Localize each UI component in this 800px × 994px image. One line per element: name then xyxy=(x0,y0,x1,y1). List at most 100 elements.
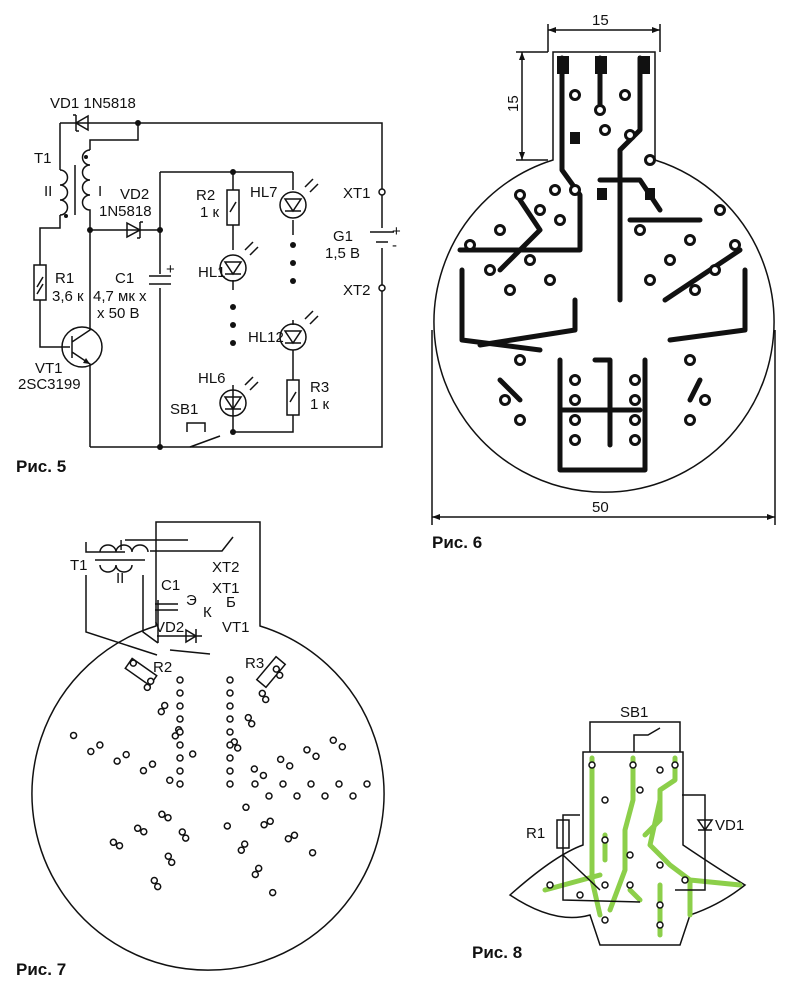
pcb-hole xyxy=(178,828,187,836)
pcb-hole xyxy=(223,822,232,830)
pcb-hole xyxy=(143,683,152,692)
hl12-label: HL12 xyxy=(248,329,284,346)
winding1-label: I xyxy=(119,537,123,554)
pcb-pad xyxy=(544,274,556,286)
pcb-pad xyxy=(569,414,581,426)
winding2-label: II xyxy=(44,183,52,200)
pcb-hole xyxy=(349,792,357,800)
vd2-type-label: 1N5818 xyxy=(99,203,152,220)
pcb-pad xyxy=(499,394,511,406)
pcb-hole xyxy=(122,750,130,759)
fig5-caption: Рис. 5 xyxy=(16,457,66,476)
led-hl1 xyxy=(219,241,259,282)
xt2-label: XT2 xyxy=(343,282,371,299)
pcb-pad xyxy=(714,204,726,216)
pcb-hole xyxy=(140,827,148,836)
c1-value: 4,7 мк х xyxy=(93,288,147,305)
pcb-hole xyxy=(233,744,242,752)
pcb-hole xyxy=(133,824,142,833)
pcb-hole xyxy=(308,848,317,857)
c1-label: C1 xyxy=(161,577,180,594)
pcb-pad xyxy=(656,901,664,909)
t1-winding-1 xyxy=(81,149,91,230)
pcb-hole xyxy=(146,677,155,686)
pcb-pad xyxy=(699,394,711,406)
c1-plus: + xyxy=(166,261,175,278)
pcb-pad xyxy=(656,861,664,869)
pcb-pad xyxy=(656,921,664,929)
pcb-hole xyxy=(115,841,124,850)
pcb-pad xyxy=(504,284,516,296)
r3-value: 1 к xyxy=(310,396,330,413)
pcb-hole xyxy=(109,838,118,847)
fig5-schematic: VD1 1N5818 T1 II I VD2 1N5818 R1 3,6 к C… xyxy=(16,95,401,476)
winding1-label: I xyxy=(98,183,102,200)
r3-label: R3 xyxy=(245,655,264,672)
pcb-hole xyxy=(329,736,338,744)
pcb-hole xyxy=(242,803,250,812)
pcb-pad xyxy=(569,89,581,101)
pcb-pad xyxy=(569,394,581,406)
led-hl7 xyxy=(279,178,319,219)
pcb-hole xyxy=(150,876,159,885)
pcb-hole xyxy=(176,676,184,684)
pcb-hole xyxy=(303,746,311,754)
pcb-hole xyxy=(160,701,169,710)
pcb-hole xyxy=(153,882,162,891)
dim-top-label: 15 xyxy=(592,12,609,29)
pcb-hole xyxy=(164,813,172,822)
pcb-pad xyxy=(636,786,644,794)
pcb-hole xyxy=(363,780,371,788)
r1-label: R1 xyxy=(55,270,74,287)
t1-label: T1 xyxy=(34,150,52,167)
pcb-hole xyxy=(171,732,180,740)
r3-resistor xyxy=(286,379,300,416)
hl1-label: HL1 xyxy=(198,264,226,281)
pcb-pad xyxy=(601,796,609,804)
pcb-hole xyxy=(176,741,184,749)
pcb-hole xyxy=(260,820,268,829)
pcb-hole xyxy=(226,754,234,762)
pcb-pad xyxy=(576,891,584,899)
g1-plus: + xyxy=(392,223,401,240)
vt1-transistor xyxy=(61,230,103,447)
pcb-hole xyxy=(312,752,320,761)
sb1-switch xyxy=(186,422,221,448)
pcb-pad xyxy=(629,374,641,386)
pcb-hole xyxy=(321,792,329,800)
pcb-hole xyxy=(164,852,173,860)
pcb-pad xyxy=(624,129,636,141)
pcb-hole xyxy=(251,780,259,788)
vd1-diode xyxy=(73,114,89,132)
vt1-type: 2SC3199 xyxy=(18,376,81,393)
pcb-hole xyxy=(176,715,184,723)
pcb-hole xyxy=(176,754,184,762)
pcb-hole xyxy=(176,702,184,710)
r1-resistor xyxy=(33,264,47,301)
pcb-hole xyxy=(335,780,343,788)
pcb-pad xyxy=(709,264,721,276)
pcb-pad xyxy=(599,124,611,136)
pcb-hole xyxy=(113,757,121,765)
pcb-hole xyxy=(307,780,315,788)
pcb-pad xyxy=(644,154,656,166)
pcb-pad xyxy=(684,414,696,426)
pcb-hole xyxy=(240,840,249,848)
led-hl12 xyxy=(279,310,319,351)
pcb-pad xyxy=(629,761,637,769)
pcb-hole xyxy=(272,665,281,673)
fig6-pcb: 15 15 50 Рис. 6 xyxy=(431,12,776,552)
vt1-label: VT1 xyxy=(222,619,250,636)
pcb-hole xyxy=(167,858,176,867)
pcb-pad xyxy=(494,224,506,236)
vd1-label: VD1 1N5818 xyxy=(50,95,136,112)
pcb-hole xyxy=(268,888,277,897)
vd1-label: VD1 xyxy=(715,817,744,834)
pcb-hole xyxy=(226,767,234,775)
r3-label: R3 xyxy=(310,379,329,396)
pcb-hole xyxy=(266,817,274,826)
pcb-pad xyxy=(514,354,526,366)
pcb-pad xyxy=(569,374,581,386)
pcb-hole xyxy=(158,810,166,819)
